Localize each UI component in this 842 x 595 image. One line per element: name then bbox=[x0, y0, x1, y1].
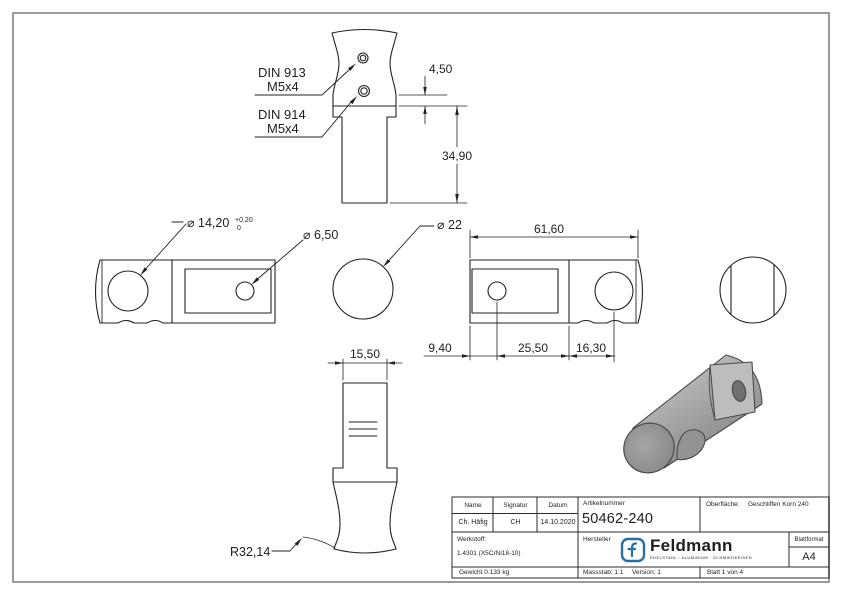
page-frame bbox=[12, 12, 830, 583]
dim-34-90-label: 34,90 bbox=[442, 149, 472, 163]
din913-size-label: M5x4 bbox=[267, 79, 299, 94]
r32-14-leader-arrow bbox=[294, 538, 302, 546]
callout-dia-6-50: ⌀ 6,50 bbox=[251, 228, 338, 285]
din914-size-label: M5x4 bbox=[267, 121, 299, 136]
dia-6-50-leader-line bbox=[257, 239, 304, 280]
dia-22-leader-line bbox=[388, 225, 435, 261]
dia-14-20-label: ⌀ 14,20 +0.20 0 bbox=[187, 211, 256, 232]
din914-label: DIN 914 bbox=[258, 107, 306, 122]
view-end-right bbox=[719, 256, 787, 324]
dim-4-50-label: 4,50 bbox=[429, 62, 453, 76]
dim-25-50-label: 25,50 bbox=[518, 341, 548, 355]
callout-dia-14-20: ⌀ 14,20 +0.20 0 bbox=[140, 211, 256, 276]
dia-22-label: ⌀ 22 bbox=[437, 218, 462, 232]
view-side-right bbox=[469, 259, 643, 324]
dia-22-leader-arrow bbox=[383, 259, 391, 267]
r32-14-leader-line bbox=[271, 542, 298, 552]
din913-label: DIN 913 bbox=[258, 65, 306, 80]
dia-14-20-value: ⌀ 14,20 bbox=[187, 216, 229, 230]
dia-14-20-leader-line bbox=[145, 223, 187, 269]
dimension-61-60: 61,60 bbox=[469, 222, 639, 259]
din913-leader-line bbox=[254, 68, 351, 96]
view-end-circle: ⌀ 22 bbox=[332, 218, 462, 320]
callout-din914: DIN 914 M5x4 bbox=[254, 96, 357, 138]
part-3d-notch bbox=[676, 429, 706, 461]
view-side-left bbox=[95, 259, 276, 324]
din913-leader-arrow bbox=[348, 63, 356, 71]
dia-14-20-leader-arrow bbox=[140, 267, 148, 276]
dimension-4-50: 4,50 bbox=[398, 62, 468, 125]
dimension-15-50: 15,50 bbox=[327, 347, 403, 381]
part-3d-hole bbox=[731, 380, 747, 402]
dimension-chain-bottom: 9,40 25,50 16,30 bbox=[423, 301, 616, 363]
part-3d-end-face bbox=[623, 422, 675, 474]
dimension-34-90: 34,90 bbox=[389, 105, 472, 204]
dia-14-20-tol-upper: +0.20 bbox=[235, 217, 253, 224]
view-top-front bbox=[331, 28, 398, 204]
titleblock-grid bbox=[451, 496, 830, 579]
dim-16-30-label: 16,30 bbox=[576, 341, 606, 355]
din914-leader-line bbox=[254, 100, 353, 138]
dia-6-50-leader-arrow bbox=[251, 277, 260, 285]
din914-leader-arrow bbox=[349, 96, 357, 105]
view-bottom bbox=[332, 382, 398, 554]
callout-din913: DIN 913 M5x4 bbox=[254, 63, 356, 96]
r32-14-label: R32,14 bbox=[230, 545, 270, 559]
dia-6-50-label: ⌀ 6,50 bbox=[303, 228, 338, 242]
view-isometric-3d bbox=[623, 354, 763, 474]
dim-9-40-label: 9,40 bbox=[428, 341, 452, 355]
dim-15-50-label: 15,50 bbox=[350, 347, 380, 361]
callout-r32-14: R32,14 bbox=[230, 536, 336, 559]
dim-61-60-label: 61,60 bbox=[534, 222, 564, 236]
dia-14-20-tol-lower: 0 bbox=[237, 225, 241, 232]
